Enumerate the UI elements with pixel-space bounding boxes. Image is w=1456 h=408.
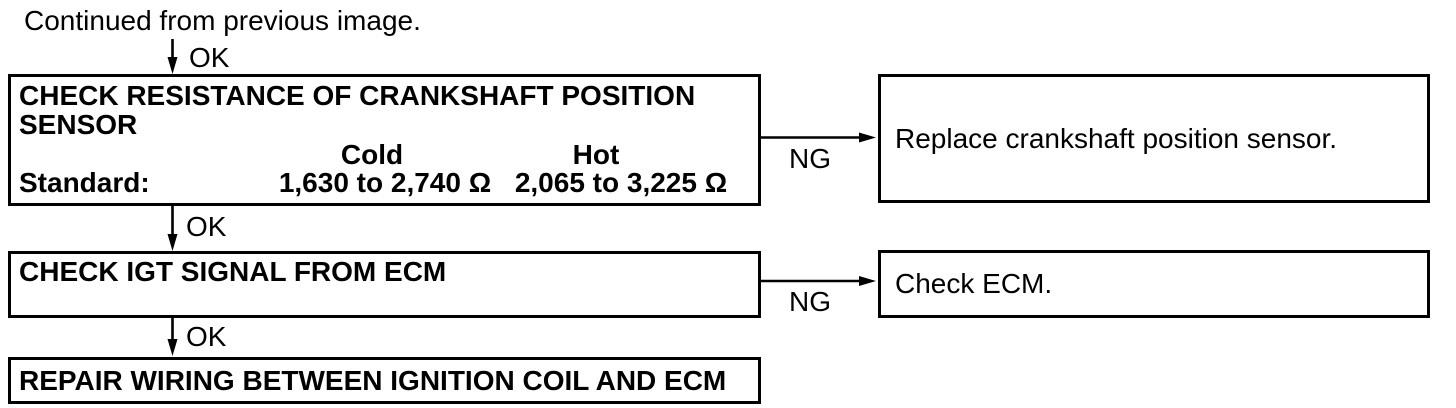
step1-hot-value: 2,065 to 3,225 Ω (514, 167, 728, 198)
step1-cold-value: 1,630 to 2,740 Ω (278, 167, 492, 198)
step3-repair-wiring-box: REPAIR WIRING BETWEEN IGNITION COIL AND … (8, 357, 761, 404)
step1-title: CHECK RESISTANCE OF CRANKSHAFT POSITION … (19, 80, 696, 140)
ng-label-2: NG (789, 286, 831, 317)
ng-arrow-2 (758, 276, 876, 286)
ok-arrow-1 (167, 39, 178, 74)
ok-arrow-2 (167, 206, 178, 251)
continued-from-label: Continued from previous image. (24, 5, 421, 36)
step1-ng-action-text: Replace crankshaft position sensor. (895, 122, 1338, 154)
ok-label-1: OK (189, 42, 230, 73)
step3-title: REPAIR WIRING BETWEEN IGNITION COIL AND … (19, 364, 727, 396)
step2-title: CHECK IGT SIGNAL FROM ECM (19, 256, 447, 287)
step1-standard-label: Standard: (19, 167, 150, 198)
ok-label-3: OK (186, 321, 227, 352)
step2-ng-action-box: Check ECM. (878, 250, 1430, 318)
step1-cold-header: Cold (340, 139, 404, 170)
step2-ng-action-text: Check ECM. (895, 268, 1053, 299)
step1-hot-header: Hot (572, 139, 620, 170)
ng-arrow-1 (760, 132, 876, 143)
ng-label-1: NG (789, 143, 831, 174)
ok-label-2: OK (186, 211, 227, 242)
step1-ng-action-box: Replace crankshaft position sensor. (878, 74, 1430, 203)
step1-check-resistance-box: CHECK RESISTANCE OF CRANKSHAFT POSITION … (8, 74, 761, 206)
ok-arrow-3 (167, 318, 178, 356)
step2-check-igt-signal-box: CHECK IGT SIGNAL FROM ECM (8, 251, 761, 318)
